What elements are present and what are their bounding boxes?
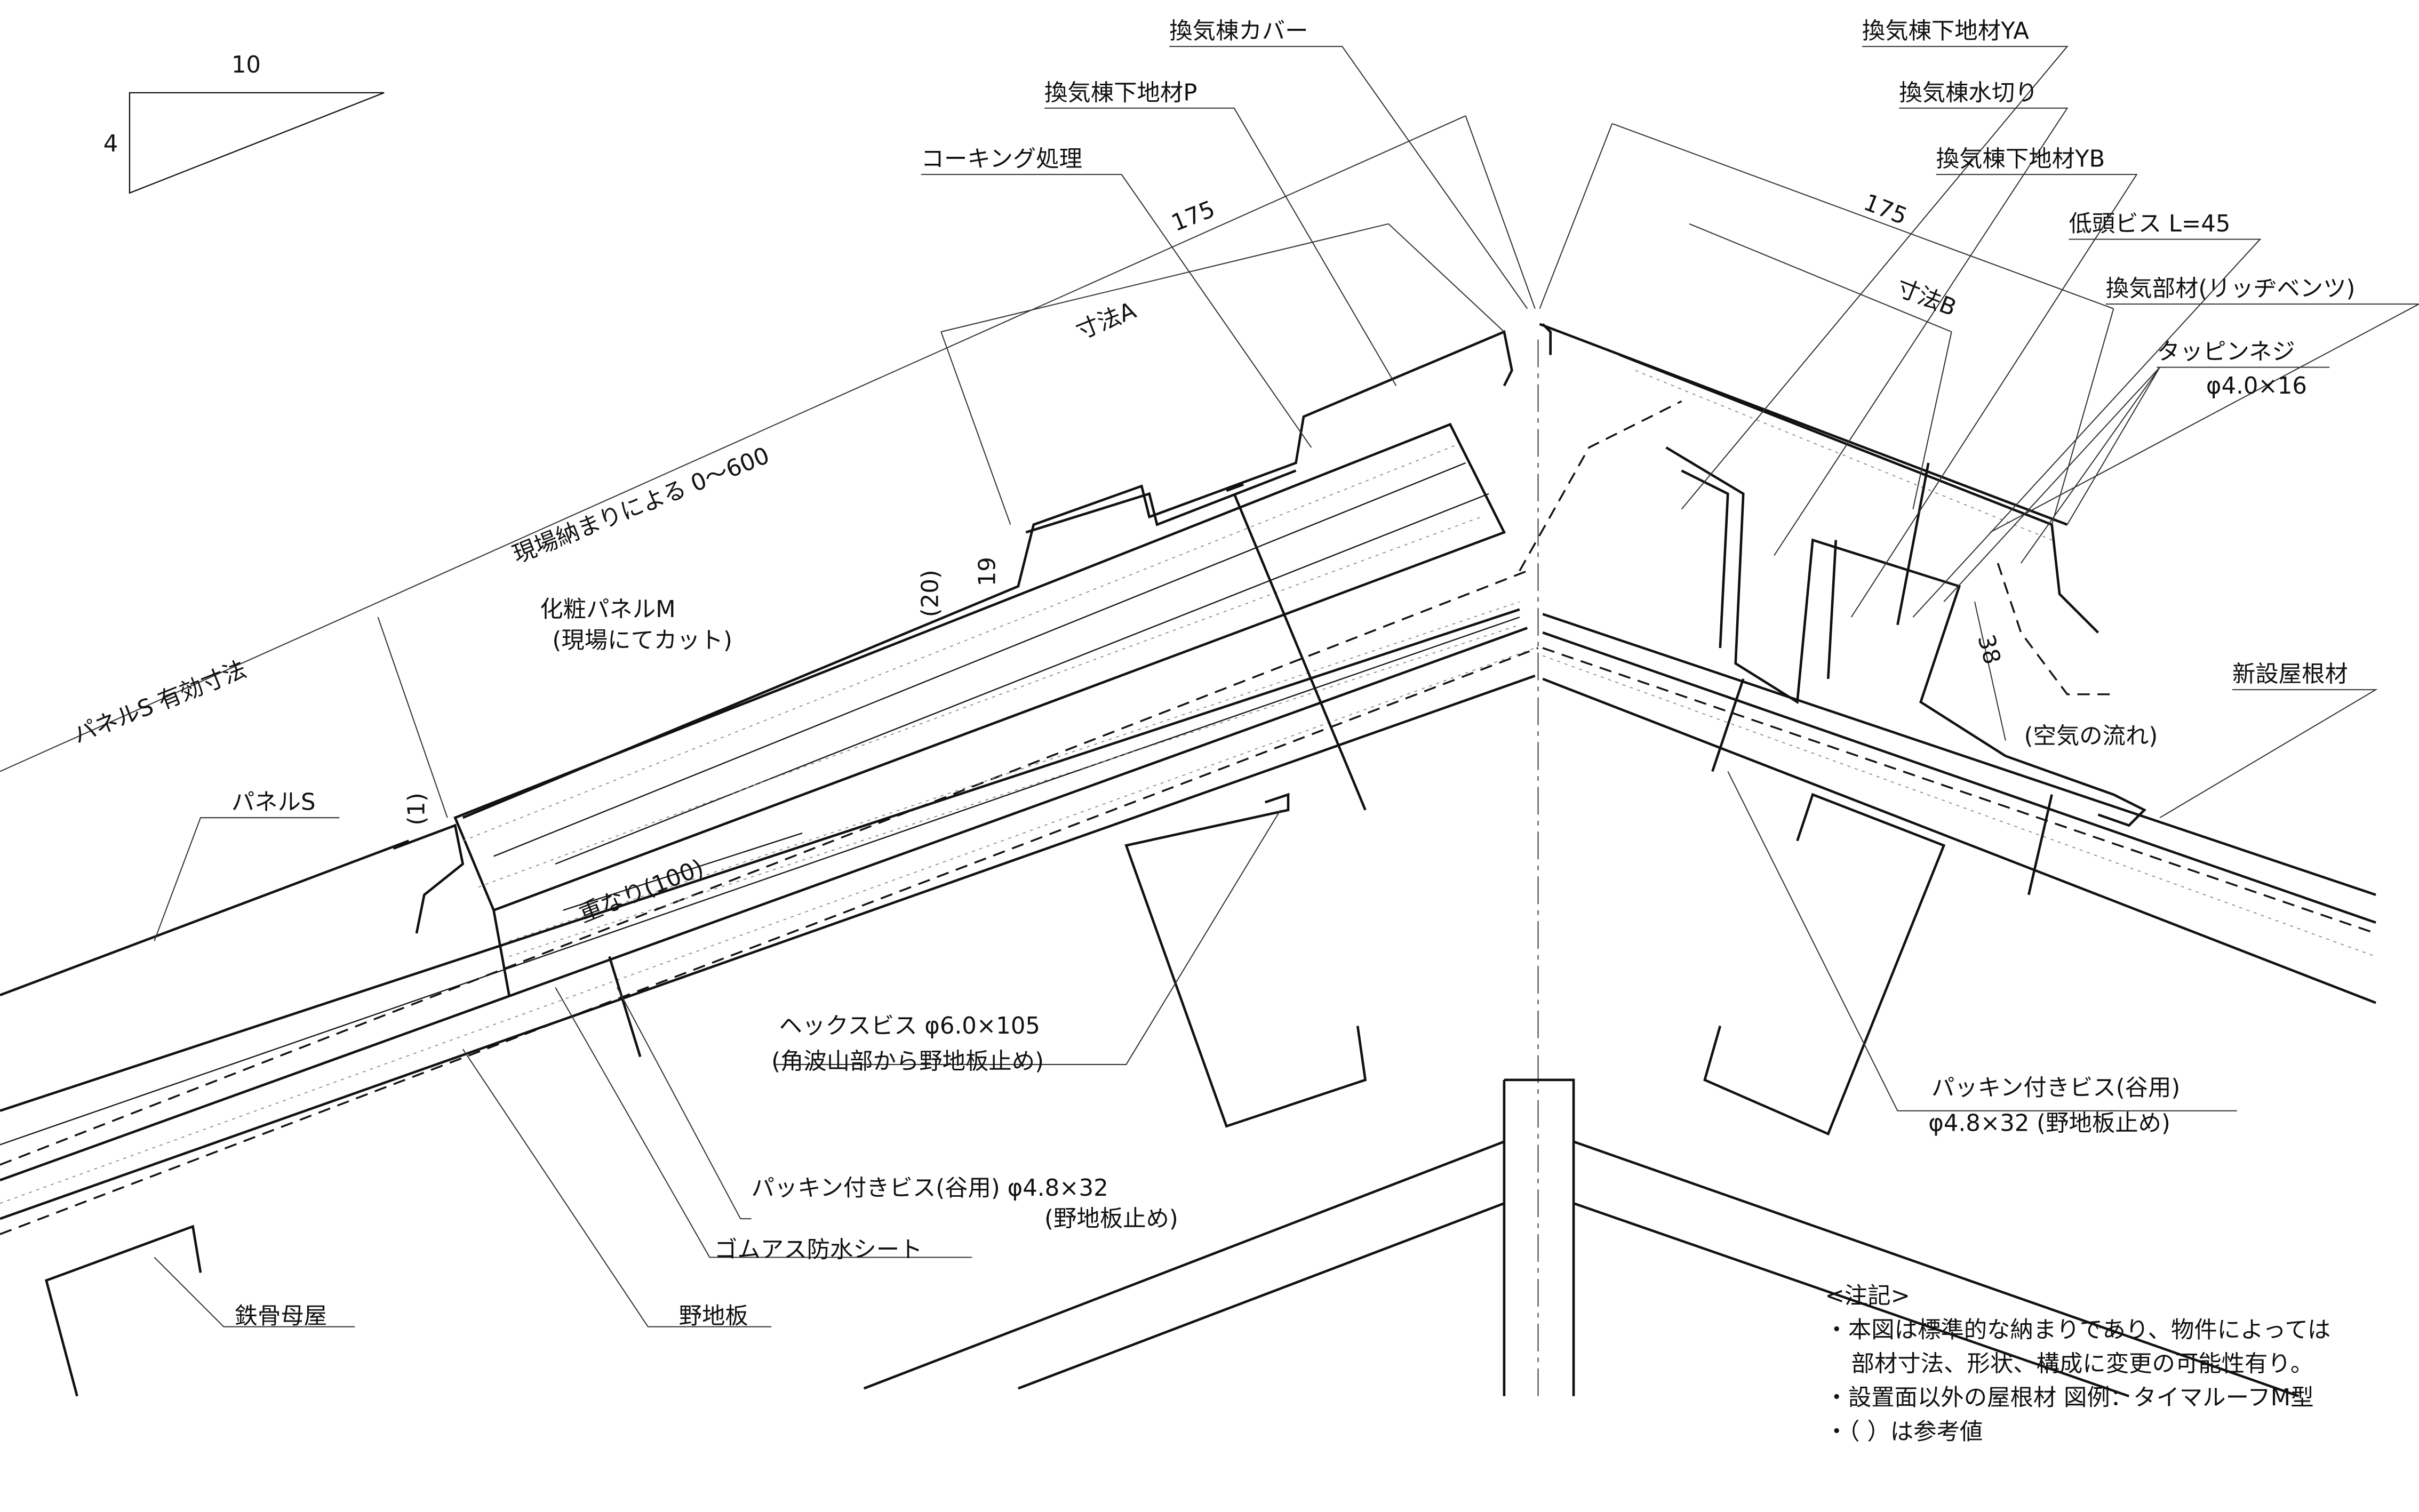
dim-overlap: 重なり(100) xyxy=(576,854,708,928)
dim-panel-s-effective: パネルS 有効寸法 xyxy=(69,656,250,749)
labels: 換気棟カバー 換気棟下地材P コーキング処理 換気棟下地材YA 換気棟水切り 換… xyxy=(231,18,2356,1330)
label-sheathing: 野地板 xyxy=(679,1303,748,1330)
label-packing-screw-right-note: φ4.8×32 (野地板止め) xyxy=(1928,1110,2170,1137)
notes: <注記> ・本図は標準的な納まりであり、物件によっては 部材寸法、形状、構成に変… xyxy=(1825,1283,2330,1445)
note-item: 部材寸法、形状、構成に変更の可能性有り。 xyxy=(1851,1350,2314,1377)
label-packing-screw-left-note: (野地板止め) xyxy=(1044,1206,1178,1233)
label-low-head-screw: 低頭ビス L=45 xyxy=(2069,211,2230,237)
label-caulking: コーキング処理 xyxy=(921,146,1082,173)
dimension-texts: 175 寸法A 現場納まりによる 0〜600 パネルS 有効寸法 (20) 19… xyxy=(69,189,2006,929)
dim-1: (1) xyxy=(403,793,430,825)
dim-site-fit: 現場納まりによる 0〜600 xyxy=(509,442,773,569)
dim-19: 19 xyxy=(974,557,1001,586)
label-panel-s: パネルS xyxy=(231,789,316,816)
right-roof-section xyxy=(1519,323,2376,1004)
label-vent-cover: 換気棟カバー xyxy=(1169,18,1308,45)
slope-rise: 4 xyxy=(103,131,118,157)
label-waterproof-sheet: ゴムアス防水シート xyxy=(714,1236,922,1263)
label-base-ya: 換気棟下地材YA xyxy=(1862,18,2029,45)
note-item: ・本図は標準的な納まりであり、物件によっては xyxy=(1825,1317,2330,1343)
label-panel-m-note: (現場にてカット) xyxy=(552,627,732,654)
left-roof-section xyxy=(0,330,1539,1235)
label-panel-m: 化粧パネルM xyxy=(540,596,675,623)
label-tapping-screw-size: φ4.0×16 xyxy=(2206,373,2307,399)
slope-indicator: 10 4 xyxy=(103,52,385,194)
notes-title: <注記> xyxy=(1825,1283,1910,1309)
dim-left-175: 175 xyxy=(1168,196,1218,237)
label-vent-member: 換気部材(リッヂベンツ) xyxy=(2106,276,2356,302)
label-flashing: 換気棟水切り xyxy=(1899,79,2038,106)
label-purlin: 鉄骨母屋 xyxy=(235,1303,328,1330)
label-base-p: 換気棟下地材P xyxy=(1044,79,1197,106)
label-tapping-screw: タッピンネジ xyxy=(2157,339,2295,365)
label-new-roof: 新設屋根材 xyxy=(2232,661,2348,688)
dim-b: 寸法B xyxy=(1893,274,1960,322)
dim-38: 38 xyxy=(1972,632,2006,667)
label-base-yb: 換気棟下地材YB xyxy=(1936,146,2105,173)
label-packing-screw-left: パッキン付きビス(谷用) φ4.8×32 xyxy=(752,1175,1108,1202)
leader-lines xyxy=(0,46,2419,1327)
label-hex-screw-note: (角波山部から野地板止め) xyxy=(771,1049,1044,1075)
note-item: ・（ ）は参考値 xyxy=(1825,1419,1983,1445)
dim-right-175: 175 xyxy=(1860,189,1911,230)
label-hex-screw: ヘックスビス φ6.0×105 xyxy=(779,1013,1040,1039)
dim-20: (20) xyxy=(917,570,944,617)
slope-run: 10 xyxy=(231,52,261,78)
dim-a: 寸法A xyxy=(1072,297,1140,345)
note-item: ・設置面以外の屋根材 図例：タイマルーフM型 xyxy=(1825,1385,2313,1411)
steel-purlins xyxy=(44,793,2300,1397)
label-airflow: (空気の流れ) xyxy=(2024,723,2158,749)
label-packing-screw-right: パッキン付きビス(谷用) xyxy=(1931,1075,2180,1101)
